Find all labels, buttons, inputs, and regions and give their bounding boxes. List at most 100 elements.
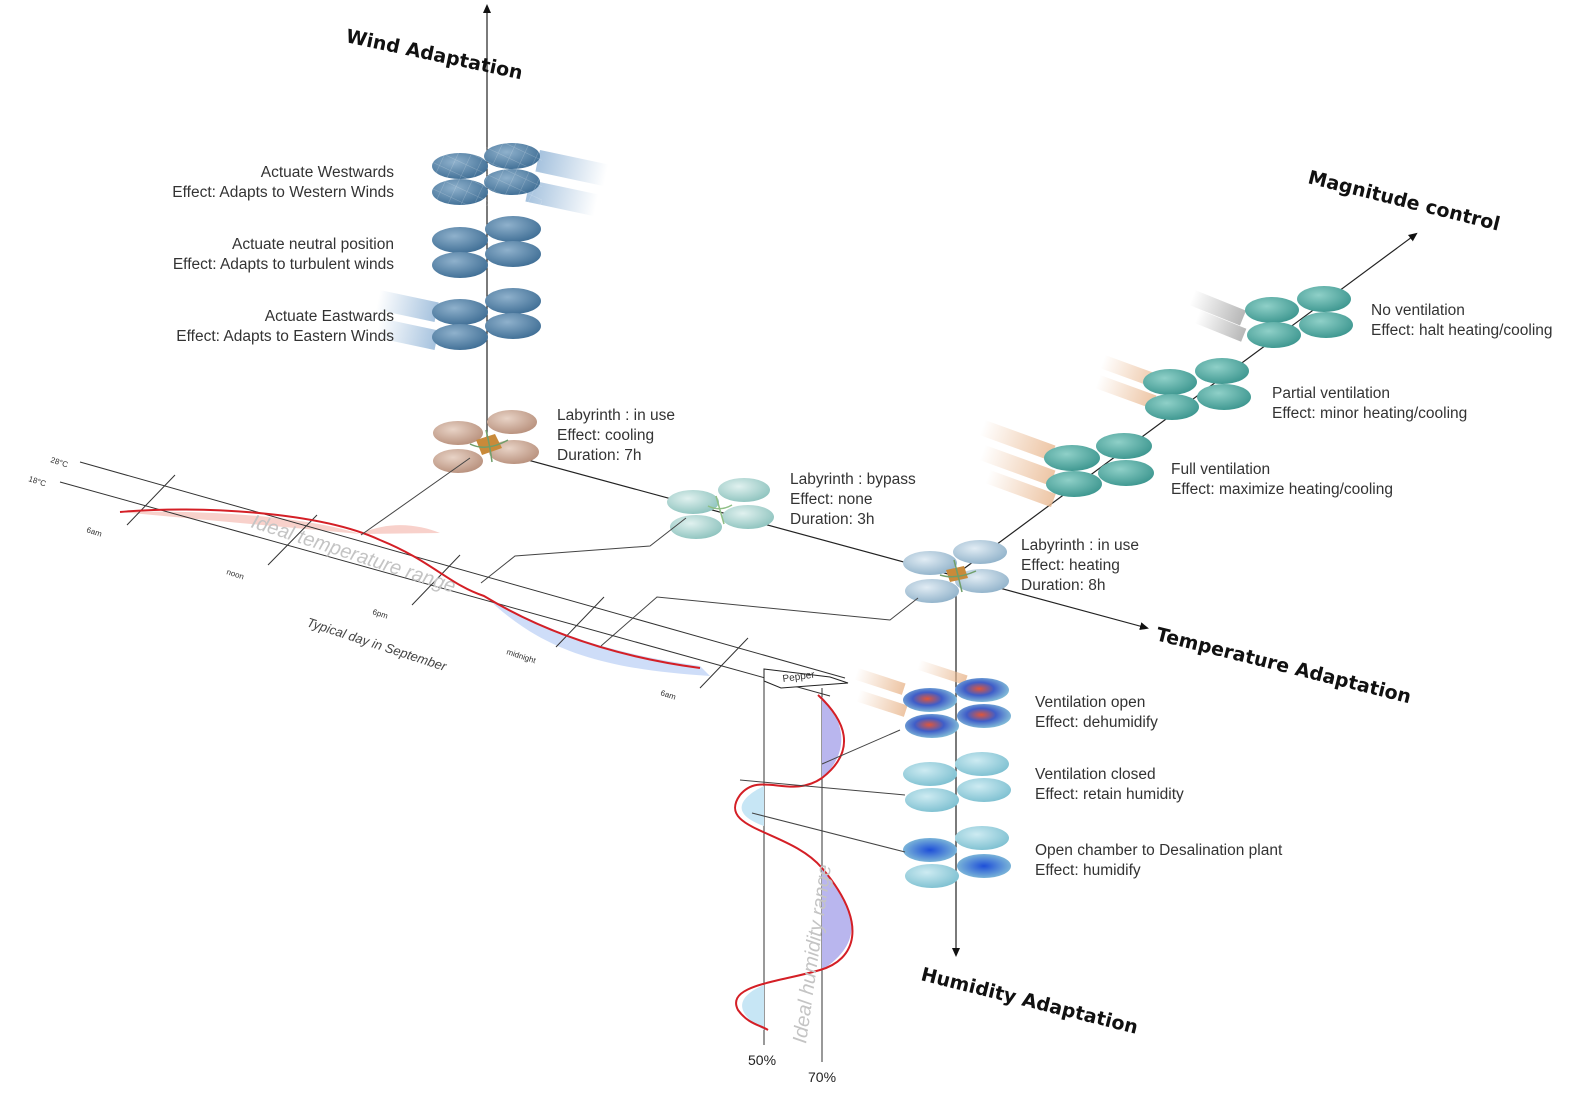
- humidity-module-open: [903, 678, 1011, 738]
- magnitude-name-label: No ventilation: [1371, 302, 1465, 319]
- flame-trail: [979, 420, 1056, 461]
- below-humidity-fill: [741, 786, 764, 826]
- smoke-trail: [1194, 310, 1247, 342]
- labyrinth-duration-label: Duration: 3h: [790, 511, 874, 528]
- humidity-axis-title: Humidity Adaptation: [919, 964, 1140, 1039]
- flame-trail: [856, 690, 908, 717]
- magnitude-name-label: Partial ventilation: [1272, 385, 1390, 402]
- flame-trail: [854, 668, 906, 695]
- leader-line: [360, 457, 471, 536]
- time-tick-label: midnight: [505, 647, 537, 665]
- temperature-axis-title: Temperature Adaptation: [1154, 624, 1414, 709]
- wind-module-neutral: [432, 216, 541, 278]
- wind-module-eastwards: [432, 288, 541, 350]
- above-humidity-fill: [822, 868, 852, 970]
- time-tick-label: 6am: [85, 525, 103, 538]
- humidity-chart: Ideal humidity range 50% 70%: [734, 681, 854, 1085]
- wind-action-label: Actuate Westwards: [261, 164, 394, 181]
- humidity-effect-label: Effect: dehumidify: [1035, 714, 1158, 731]
- leader-line: [600, 596, 919, 647]
- crop-box: [763, 668, 849, 689]
- labyrinth-effect-label: Effect: cooling: [557, 427, 654, 444]
- leader-line: [480, 517, 687, 584]
- above-range-fill: [120, 511, 440, 534]
- time-tick: [267, 514, 318, 566]
- wind-effect-label: Effect: Adapts to Western Winds: [172, 184, 394, 201]
- humidity-modules: [854, 660, 1011, 888]
- humidity-curve: [734, 694, 854, 1031]
- humidity-limit-label: 50%: [748, 1052, 776, 1068]
- wind-modules: [375, 142, 609, 351]
- flame-trail: [1095, 375, 1157, 409]
- leader-line: [821, 729, 901, 765]
- time-tick: [699, 637, 749, 689]
- labyrinth-labels: Labyrinth : in use Effect: cooling Durat…: [557, 407, 1139, 594]
- flame-trail: [916, 660, 968, 685]
- wind-blur: [525, 180, 599, 217]
- magnitude-effect-label: Effect: minor heating/cooling: [1272, 405, 1467, 422]
- humidity-limit-label: 70%: [808, 1069, 836, 1085]
- humidity-labels: Ventilation open Effect: dehumidify Vent…: [1035, 694, 1283, 879]
- wind-action-label: Actuate Eastwards: [265, 308, 394, 325]
- time-tick-label: noon: [225, 567, 245, 581]
- wind-effect-label: Effect: Adapts to turbulent winds: [173, 256, 394, 273]
- labyrinth-module-heating: [903, 540, 1009, 603]
- humidity-effect-label: Effect: humidify: [1035, 862, 1141, 879]
- wind-axis-title: Wind Adaptation: [344, 25, 525, 84]
- ideal-temperature-range-label: Ideal temperature range: [248, 511, 458, 598]
- magnitude-axis-title: Magnitude control: [1306, 167, 1502, 236]
- leader-lines: [360, 457, 919, 853]
- time-tick-label: 6am: [659, 688, 677, 701]
- flame-trail: [985, 470, 1056, 508]
- wind-blur: [535, 150, 609, 187]
- humidity-effect-label: Effect: retain humidity: [1035, 786, 1184, 803]
- magnitude-name-label: Full ventilation: [1171, 461, 1270, 478]
- magnitude-labels: No ventilation Effect: halt heating/cool…: [1171, 302, 1553, 498]
- labyrinth-duration-label: Duration: 7h: [557, 447, 641, 464]
- wind-module-westwards: [430, 142, 542, 206]
- flame-trail: [979, 445, 1056, 486]
- labyrinth-name-label: Labyrinth : bypass: [790, 471, 916, 488]
- leader-line: [751, 812, 906, 853]
- time-tick: [411, 554, 461, 606]
- labyrinth-effect-label: Effect: none: [790, 491, 872, 508]
- labyrinth-duration-label: Duration: 8h: [1021, 577, 1105, 594]
- wind-blur: [375, 317, 439, 351]
- magnitude-modules: [979, 286, 1353, 508]
- temp-limit-18: [59, 481, 831, 697]
- wind-blur: [375, 290, 439, 323]
- temperature-chart-caption: Typical day in September: [305, 615, 449, 675]
- temp-limit-label: 18°C: [27, 474, 47, 488]
- temperature-axis: [479, 446, 1149, 631]
- magnitude-module-full: [1044, 433, 1154, 497]
- time-tick-label: 6pm: [371, 607, 389, 620]
- magnitude-effect-label: Effect: halt heating/cooling: [1371, 322, 1553, 339]
- magnitude-module-partial: [1143, 358, 1251, 420]
- labyrinth-module-cooling: [433, 410, 539, 473]
- humidity-module-closed: [903, 752, 1011, 812]
- below-humidity-fill: [742, 985, 764, 1030]
- time-tick: [555, 596, 605, 648]
- time-tick: [126, 474, 176, 526]
- magnitude-module-none: [1245, 286, 1353, 348]
- labyrinth-name-label: Labyrinth : in use: [557, 407, 675, 424]
- leader-line: [739, 779, 906, 796]
- below-range-fill: [484, 595, 710, 676]
- labyrinth-name-label: Labyrinth : in use: [1021, 537, 1139, 554]
- temp-limit-28: [79, 461, 846, 679]
- labyrinth-module-bypass: [667, 478, 774, 539]
- wind-effect-label: Effect: Adapts to Eastern Winds: [176, 328, 394, 345]
- smoke-trail: [1189, 290, 1246, 326]
- temperature-curve: [119, 508, 701, 669]
- magnitude-effect-label: Effect: maximize heating/cooling: [1171, 481, 1393, 498]
- wind-labels: Actuate Westwards Effect: Adapts to West…: [172, 164, 394, 345]
- temp-limit-label: 28°C: [49, 455, 69, 469]
- wind-action-label: Actuate neutral position: [232, 236, 394, 253]
- labyrinth-effect-label: Effect: heating: [1021, 557, 1120, 574]
- humidity-name-label: Open chamber to Desalination plant: [1035, 842, 1283, 859]
- humidity-name-label: Ventilation closed: [1035, 766, 1156, 783]
- humidity-name-label: Ventilation open: [1035, 694, 1145, 711]
- humidity-module-desalination: [903, 826, 1011, 888]
- crop-label: Pepper: [782, 669, 816, 684]
